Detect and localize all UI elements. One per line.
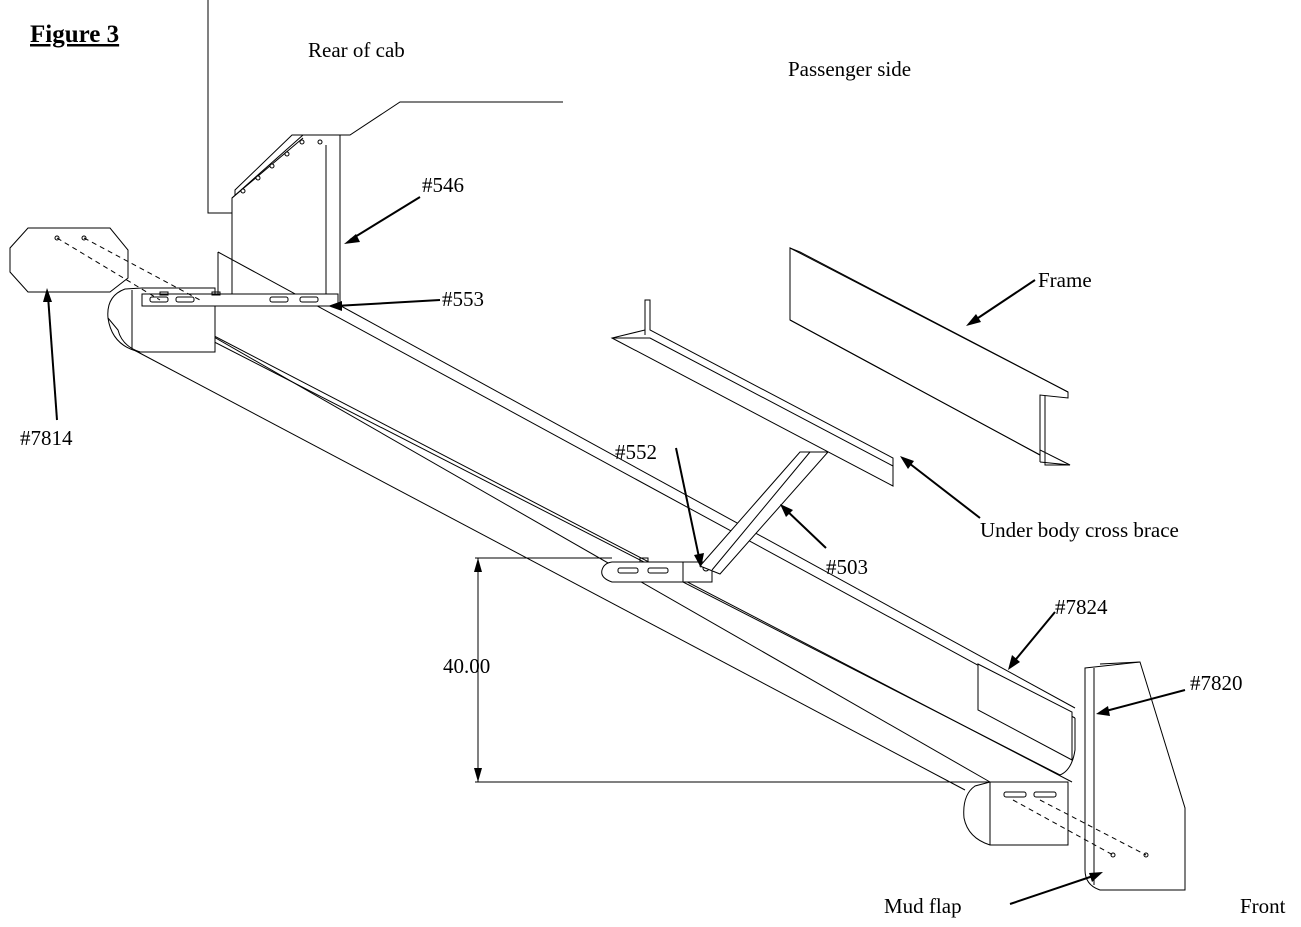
leader-frame bbox=[966, 279, 1036, 326]
running-board bbox=[107, 251, 1076, 846]
label-rear-of-cab: Rear of cab bbox=[308, 38, 405, 62]
figure-title: Figure 3 bbox=[30, 21, 119, 48]
label-front: Front bbox=[1240, 894, 1286, 918]
cab-outline bbox=[207, 0, 563, 214]
dimension-40 bbox=[474, 557, 990, 783]
label-mud-flap: Mud flap bbox=[884, 894, 962, 918]
leader-553 bbox=[328, 299, 441, 311]
label-under-body-cross-brace: Under body cross brace bbox=[980, 518, 1179, 542]
label-part-7824: #7824 bbox=[1055, 595, 1108, 619]
leader-503 bbox=[780, 504, 827, 549]
leader-546 bbox=[344, 196, 421, 244]
leader-mud-flap bbox=[1009, 872, 1103, 905]
leader-552 bbox=[675, 447, 704, 568]
label-part-552: #552 bbox=[615, 440, 657, 464]
leader-cross-brace bbox=[900, 456, 981, 519]
label-part-7820: #7820 bbox=[1190, 671, 1243, 695]
label-part-503: #503 bbox=[826, 555, 868, 579]
label-part-546: #546 bbox=[422, 173, 464, 197]
cross-brace-angle bbox=[610, 299, 894, 487]
label-dimension: 40.00 bbox=[443, 654, 490, 678]
bracket-546 bbox=[231, 134, 341, 307]
label-frame: Frame bbox=[1038, 268, 1092, 292]
label-part-7814: #7814 bbox=[20, 426, 73, 450]
label-passenger-side: Passenger side bbox=[788, 57, 911, 81]
frame-channel bbox=[789, 247, 1071, 466]
mud-flap-7820 bbox=[1012, 661, 1186, 891]
leader-7814 bbox=[43, 288, 58, 421]
leader-7820 bbox=[1096, 689, 1186, 716]
leader-7824 bbox=[1008, 611, 1056, 670]
mud-flap-7814 bbox=[9, 227, 201, 301]
plate-7824 bbox=[977, 663, 1073, 761]
label-part-553: #553 bbox=[442, 287, 484, 311]
